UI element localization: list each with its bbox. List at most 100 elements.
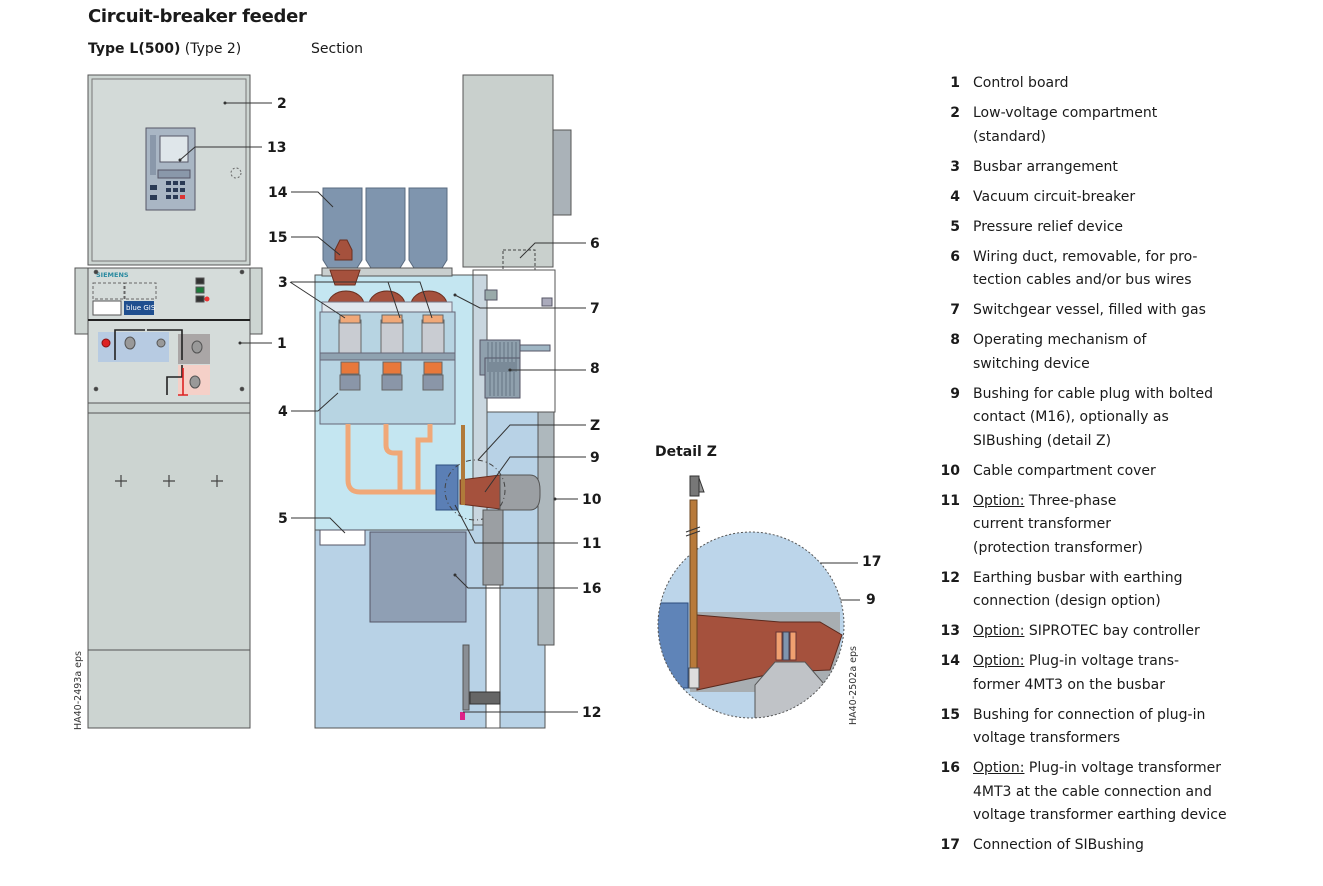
legend-number: 12 [940, 569, 960, 586]
operating-mechanism [479, 289, 553, 399]
callout-12: 12 [582, 705, 601, 721]
callout-6: 6 [590, 236, 600, 252]
legend-line: Option: Plug-in voltage trans- [973, 650, 1260, 674]
legend-text: Switchgear vessel, filled with gas [973, 299, 1260, 323]
legend-line: voltage transformers [973, 727, 1260, 751]
legend-line-text: Vacuum circuit-breaker [973, 188, 1136, 205]
legend-line-text: SIBushing (detail Z) [973, 432, 1112, 449]
indicator-lamp [101, 338, 111, 348]
sibushing-connection [689, 499, 698, 681]
callout-15: 15 [268, 230, 287, 246]
legend-number: 8 [950, 332, 960, 348]
legend-line-text: (standard) [973, 128, 1047, 145]
pressure-relief-device [319, 529, 366, 546]
page-title: Circuit-breaker feeder [88, 6, 307, 27]
plug-in-vt-cable [369, 531, 467, 623]
legend-line: Low-voltage compartment [973, 102, 1260, 126]
legend-line: SIBushing (detail Z) [973, 430, 1260, 454]
legend-text: Busbar arrangement [973, 156, 1260, 180]
legend-item: 16 Option: Plug-in voltage transformer 4MT… [930, 757, 1260, 828]
operating-shaft-icon [124, 336, 136, 350]
type-name: Type L(500) [88, 41, 181, 57]
legend-line-text: Switchgear vessel, filled with gas [973, 302, 1206, 318]
legend-line: Option: Plug-in voltage transformer [973, 757, 1260, 781]
earthing-busbar [462, 644, 470, 711]
legend-line-text: Low-voltage compartment [973, 105, 1158, 121]
section-view [314, 74, 572, 729]
legend-text: Option: SIPROTEC bay controller [973, 620, 1260, 644]
cable-compartment-cover-front [87, 412, 251, 729]
legend-line-text: voltage transformer earthing device [973, 807, 1227, 823]
legend-text: Earthing busbar with earthing connection … [973, 567, 1260, 614]
legend-number: 6 [950, 248, 960, 265]
legend: 1 Control board 2 Low-voltage compartment (s… [930, 72, 1260, 864]
legend-line: Switchgear vessel, filled with gas [973, 299, 1260, 323]
legend-item: 13 Option: SIPROTEC bay controller [930, 620, 1260, 644]
legend-line-text: Connection of SIBushing [973, 837, 1144, 853]
legend-number: 7 [950, 302, 960, 318]
callout-3: 3 [278, 275, 288, 291]
type-variant: (Type 2) [180, 41, 242, 57]
legend-text: Option: Plug-in voltage transformer 4MT3 … [973, 757, 1260, 828]
legend-text: Cable compartment cover [973, 460, 1260, 484]
legend-line: switching device [973, 353, 1260, 377]
callout-z: Z [590, 418, 600, 434]
legend-line-text: 4MT3 at the cable connection and [973, 783, 1212, 800]
legend-text: Low-voltage compartment (standard) [973, 102, 1260, 149]
legend-line: Earthing busbar with earthing [973, 567, 1260, 591]
figure-reference-detail: HA40-2502a eps [848, 646, 859, 725]
legend-line-text: Plug-in voltage trans- [1024, 653, 1180, 669]
option-prefix: Option: [973, 492, 1025, 509]
legend-line-text: Control board [973, 75, 1069, 91]
callout-9: 9 [590, 450, 600, 466]
legend-line: Bushing for connection of plug-in [973, 704, 1260, 728]
callout-5: 5 [278, 511, 288, 527]
legend-item: 2 Low-voltage compartment (standard) [930, 102, 1260, 149]
section-label: Section [311, 41, 364, 57]
legend-line-text: current transformer [973, 516, 1111, 532]
blue-gis-label: blue GIS [126, 304, 156, 312]
legend-line: Option: SIPROTEC bay controller [973, 620, 1260, 644]
legend-number: 16 [940, 760, 960, 776]
legend-number: 1 [950, 75, 960, 91]
legend-line: tection cables and/or bus wires [973, 269, 1260, 293]
callout-7: 7 [590, 301, 600, 317]
legend-number: 9 [950, 385, 960, 402]
legend-line: Connection of SIBushing [973, 834, 1260, 858]
figure-reference-front: HA40-2493a eps [73, 651, 84, 730]
option-prefix: Option: [973, 760, 1025, 776]
legend-line-text: Plug-in voltage transformer [1024, 760, 1222, 776]
legend-text: Pressure relief device [973, 216, 1260, 240]
legend-number: 2 [950, 105, 960, 121]
legend-line: contact (M16), optionally as [973, 406, 1260, 430]
legend-line-text: Cable compartment cover [973, 462, 1156, 479]
legend-line: former 4MT3 on the busbar [973, 674, 1260, 698]
callout-10: 10 [582, 492, 602, 508]
legend-line-text: Wiring duct, removable, for pro- [973, 248, 1198, 265]
cable-compartment-cover [537, 409, 555, 646]
legend-line: (standard) [973, 126, 1260, 150]
legend-text: Connection of SIBushing [973, 834, 1260, 858]
legend-line: 4MT3 at the cable connection and [973, 781, 1260, 805]
legend-item: 1 Control board [930, 72, 1260, 96]
legend-line-text: connection (design option) [973, 593, 1161, 609]
callout-13: 13 [267, 140, 286, 156]
legend-number: 15 [940, 706, 960, 723]
type-subtitle: Type L(500) (Type 2) [88, 41, 241, 57]
lv-compartment-section [462, 74, 554, 268]
current-transformer [435, 464, 459, 511]
legend-text: Vacuum circuit-breaker [973, 186, 1260, 210]
legend-line: Pressure relief device [973, 216, 1260, 240]
legend-number: 13 [940, 623, 960, 639]
detail-z-title: Detail Z [655, 444, 717, 460]
legend-line-text: SIPROTEC bay controller [1024, 623, 1200, 639]
legend-item: 7 Switchgear vessel, filled with gas [930, 299, 1260, 323]
